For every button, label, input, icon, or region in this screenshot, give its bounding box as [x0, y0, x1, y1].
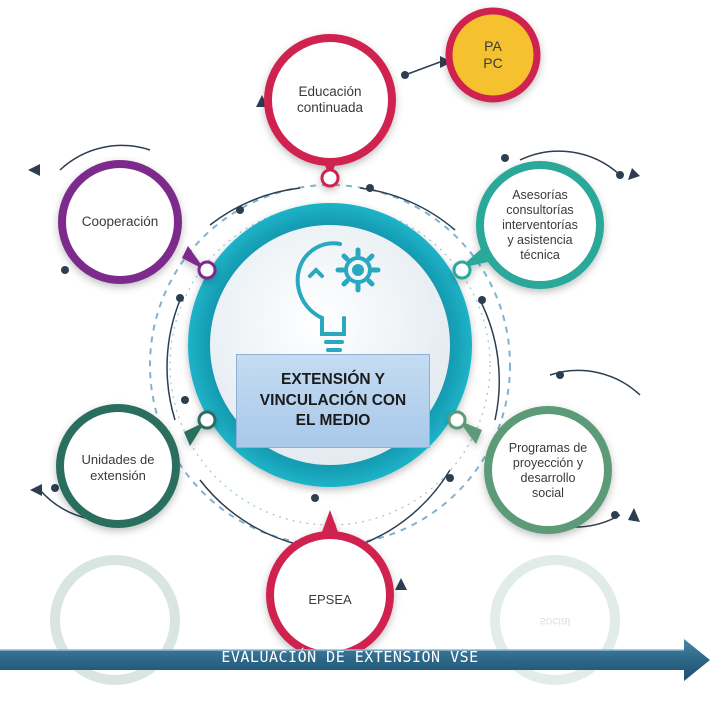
evaluation-bar-label: EVALUACIÓN DE EXTENSIÓN VSE: [221, 648, 479, 666]
node-unidades[interactable]: [56, 404, 217, 528]
connector-arrows: [28, 56, 640, 590]
node-educacion-continuada[interactable]: [264, 34, 396, 188]
connector-dots: [51, 71, 624, 519]
node-epsea[interactable]: [266, 510, 394, 659]
node-label-programas: Programas de proyección y desarrollo soc…: [508, 441, 588, 500]
node-label-asesorias: Asesorías consultorías interventorías y …: [502, 187, 578, 262]
node-label-educacion: Educación continuada: [296, 83, 364, 115]
node-programas[interactable]: [447, 406, 612, 534]
node-pa-pc[interactable]: [445, 7, 541, 103]
center-title: EXTENSIÓN Y VINCULACIÓN CON EL MEDIO: [236, 354, 430, 448]
lightbulb-gear-icon: [295, 241, 381, 352]
node-asesorias[interactable]: [452, 161, 604, 289]
node-cooperacion[interactable]: [58, 160, 217, 284]
node-label-unidades: Unidades de extensión: [81, 452, 155, 483]
node-label-cooperacion: Cooperación: [81, 213, 159, 229]
reflection-group: social: [50, 555, 620, 685]
node-label-pa-pc: PA PC: [483, 38, 503, 71]
node-label-epsea: EPSEA: [308, 592, 352, 608]
svg-text:social: social: [540, 615, 571, 629]
evaluation-arrow-bar: [0, 639, 710, 681]
orbit-dashed-ring: [149, 184, 511, 546]
orbit-inner-dots: [169, 204, 491, 526]
